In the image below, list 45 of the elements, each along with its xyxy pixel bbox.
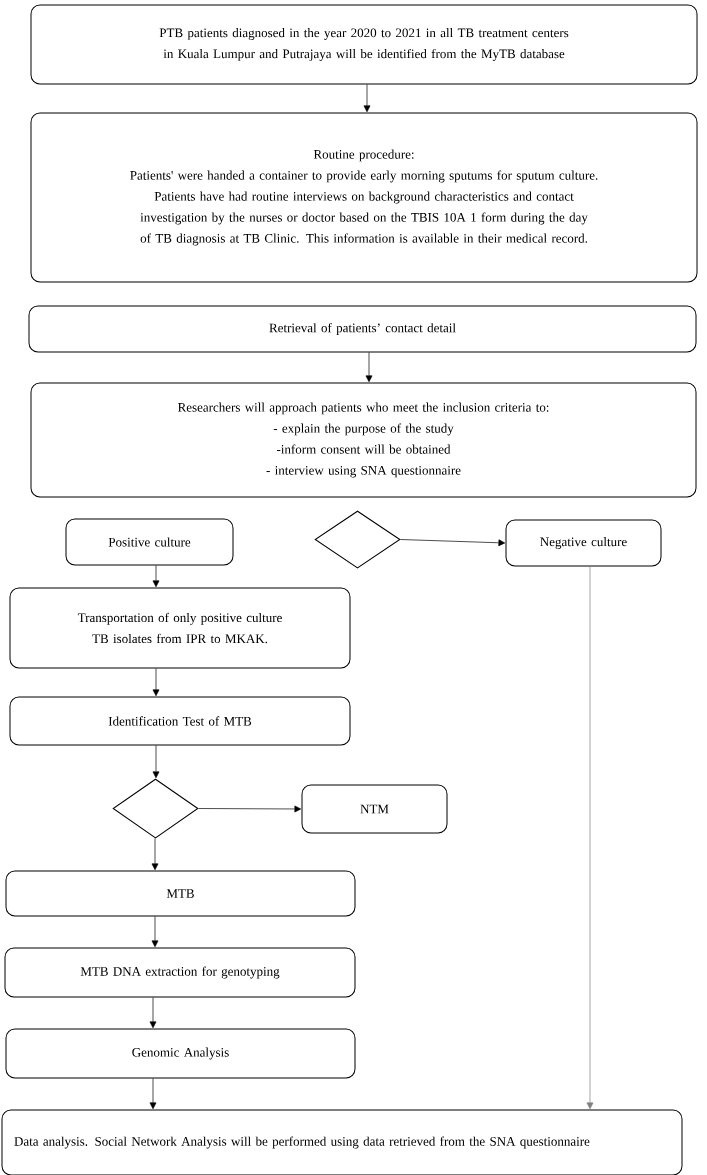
node-text: Retrieval of patients’ contact detail xyxy=(269,323,456,335)
node-text: NTM xyxy=(360,804,389,814)
node-text: MTB DNA extraction for genotyping xyxy=(80,966,280,979)
node-text: MTB xyxy=(166,889,194,898)
arrow xyxy=(365,352,373,383)
arrow xyxy=(586,566,594,1110)
process-box xyxy=(28,305,697,353)
arrow xyxy=(152,668,160,697)
node-text: -inform consent will be obtained xyxy=(277,444,451,454)
node-text: - interview using SNA questionnaire xyxy=(266,466,461,478)
process-box xyxy=(30,382,697,498)
arrow xyxy=(149,997,157,1029)
process-box xyxy=(1,1109,683,1175)
node-text: PTB patients diagnosed in the year 2020 to 2021 in all TB treatment centers in Kuala Lumpur and Putrajaya will be identified from the MyTB database xyxy=(159,28,569,61)
node-text: Patients have had routine interviews on background characteristics and contact investigation by the nurses or doctor based on the TBIS 10A 1 form during the day of TB diagnosis at TB Clinic. This information is available in their medical record. xyxy=(140,191,588,246)
process-box xyxy=(65,518,234,566)
arrow xyxy=(149,1078,157,1110)
arrow xyxy=(400,539,506,547)
node-text: Positive culture xyxy=(108,537,191,547)
node-text: Data analysis. Social Network Analysis will be performed using data retrieved from the SNA questionnaire xyxy=(14,1136,590,1149)
node-text: Patients' were handed a container to provide early morning sputums for sputum culture. xyxy=(130,170,598,183)
process-box xyxy=(4,947,356,998)
arrow xyxy=(152,565,160,588)
decision-diamond xyxy=(112,778,199,839)
decision-diamond xyxy=(314,510,401,569)
arrow xyxy=(151,916,159,948)
process-box xyxy=(505,519,662,567)
node-text: Genomic Analysis xyxy=(132,1047,229,1060)
node-text: Transportation of only positive culture TB isolates from IPR to MKAK. xyxy=(77,612,282,644)
process-box xyxy=(301,784,448,834)
node-text: Identification Test of MTB xyxy=(108,716,252,726)
node-text: Negative culture xyxy=(540,537,627,549)
arrow xyxy=(198,805,302,813)
arrow xyxy=(151,838,159,871)
process-box xyxy=(9,696,351,746)
node-text: Routine procedure: xyxy=(313,149,414,162)
process-box xyxy=(9,587,351,669)
process-box xyxy=(30,112,698,283)
node-text: Researchers will approach patients who meet the inclusion criteria to: xyxy=(177,402,549,415)
process-box xyxy=(5,1028,356,1079)
node-text: - explain the purpose of the study xyxy=(273,423,454,436)
process-box xyxy=(5,870,356,917)
arrow xyxy=(363,84,371,113)
process-box xyxy=(30,4,698,85)
arrow xyxy=(152,745,160,779)
